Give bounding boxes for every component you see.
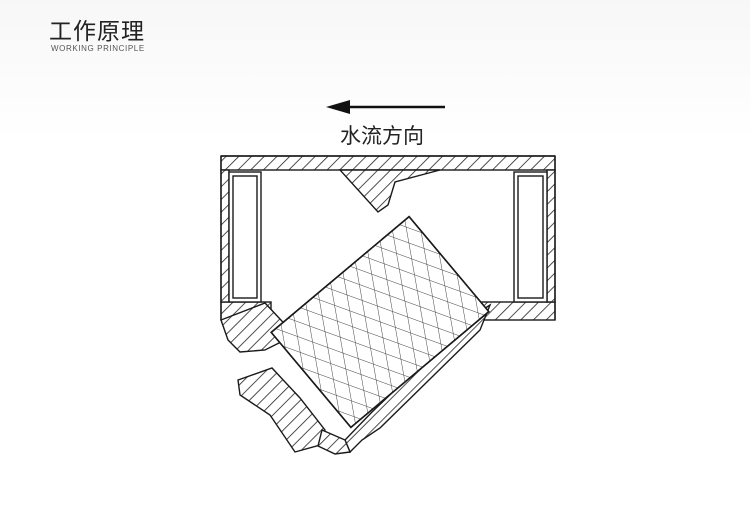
flow-arrow [326, 100, 445, 114]
left-end-cap [228, 171, 262, 303]
flow-direction-label: 水流方向 [340, 124, 424, 148]
section-title: 工作原理 [49, 19, 145, 45]
outline [220, 155, 556, 320]
filter-screen [270, 215, 490, 429]
right-end-cap [513, 171, 548, 303]
section-subtitle: WORKING PRINCIPLE [51, 44, 145, 53]
